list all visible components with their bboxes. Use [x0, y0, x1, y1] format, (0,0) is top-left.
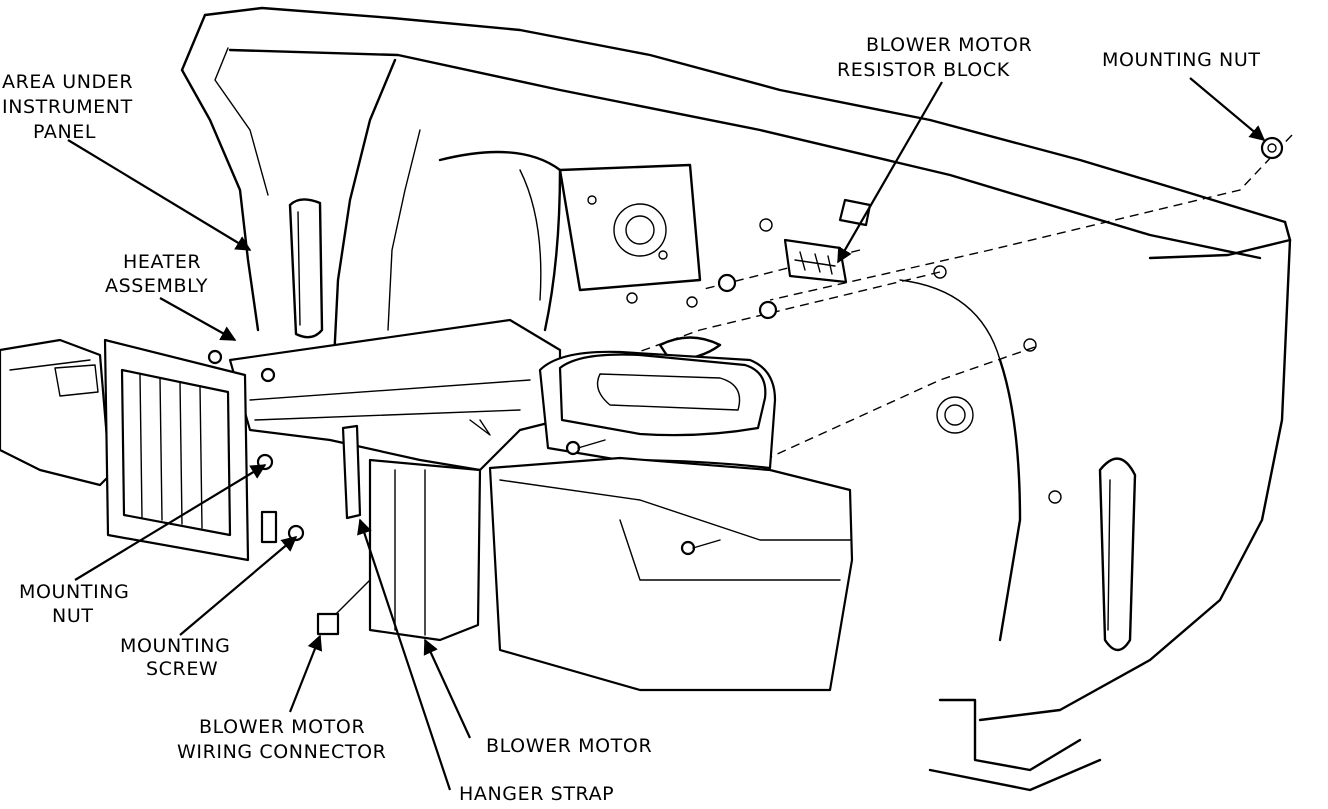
- label-heater-assembly: HEATER ASSEMBLY: [105, 251, 208, 297]
- leader-wiring-connector: [288, 634, 323, 713]
- leader-hanger-strap: [357, 518, 452, 791]
- callout-labels: AREA UNDER INSTRUMENT PANEL HEATER ASSEM…: [2, 34, 1261, 805]
- resistor-block-illustration: [783, 198, 872, 284]
- leader-mounting-nut-left: [74, 464, 267, 581]
- leader-area-under-instrument-panel: [67, 139, 252, 251]
- leader-resistor-block: [837, 81, 943, 264]
- label-mounting-screw: MOUNTING SCREW: [120, 635, 237, 680]
- label-blower-motor: BLOWER MOTOR: [486, 735, 652, 757]
- leader-mounting-screw: [179, 536, 298, 636]
- leader-mounting-nut-right: [1189, 77, 1266, 141]
- leader-blower-motor: [423, 638, 471, 739]
- label-hanger-strap: HANGER STRAP: [459, 783, 614, 804]
- label-blower-motor-wiring-connector: BLOWER MOTOR WIRING CONNECTOR: [177, 716, 386, 763]
- leader-lines: [67, 77, 1266, 791]
- blower-housing-illustration: [316, 350, 854, 692]
- label-area-under-instrument-panel: AREA UNDER INSTRUMENT PANEL: [2, 71, 140, 143]
- label-mounting-nut-right: MOUNTING NUT: [1102, 49, 1261, 71]
- label-blower-motor-resistor-block: BLOWER MOTOR RESISTOR BLOCK: [837, 34, 1039, 81]
- leader-heater-assembly: [159, 297, 237, 341]
- heater-assembly-illustration: [0, 318, 562, 562]
- label-mounting-nut-left: MOUNTING NUT: [19, 581, 136, 627]
